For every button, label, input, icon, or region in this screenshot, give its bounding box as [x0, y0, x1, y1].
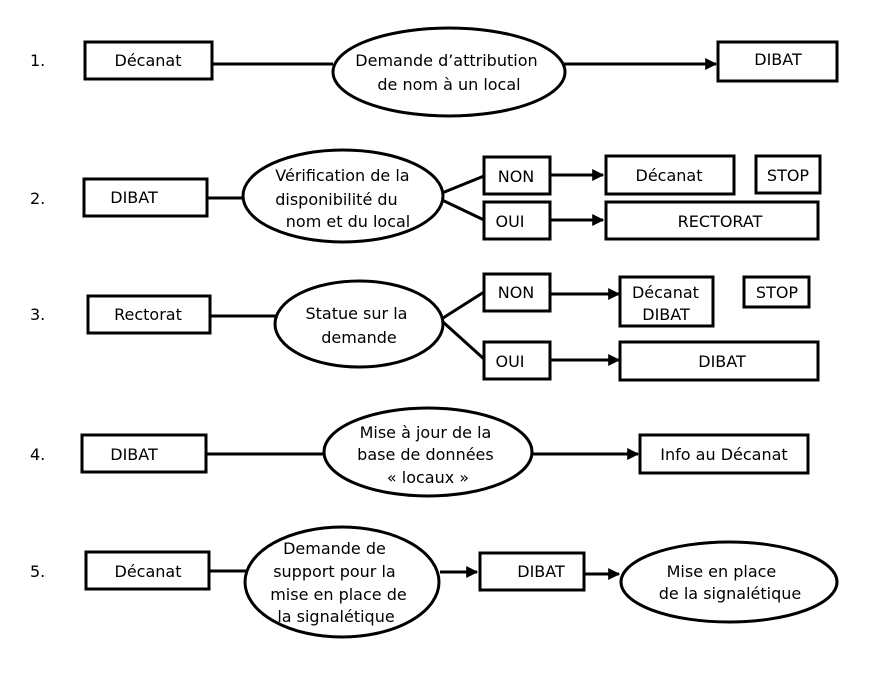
step-number: 4. [30, 445, 45, 464]
end-process-text: Mise en place de la signalétique [659, 562, 801, 603]
branch-no [442, 290, 485, 320]
branch-yes [441, 198, 485, 222]
target-box [638, 433, 810, 475]
actor-box [82, 177, 209, 218]
process-ellipse [322, 406, 534, 498]
process-ellipse [331, 26, 567, 118]
step-2: 2. DIBAT Vérification de la disponibilit… [30, 148, 822, 244]
actor-box [84, 550, 211, 591]
no-target-box [618, 275, 715, 328]
process-ellipse [241, 148, 445, 244]
no-label: NON [498, 167, 535, 186]
yes-target-box [604, 200, 820, 241]
target-box [716, 40, 839, 83]
yes-label: OUI [495, 212, 524, 231]
stop-label: STOP [767, 166, 810, 185]
middle-box [478, 551, 586, 592]
no-label: NON [498, 283, 535, 302]
actor-box [83, 40, 214, 81]
middle-label: DIBAT [517, 562, 565, 581]
process-text: Demande d’attribution de nom à un local [355, 51, 542, 94]
yes-target-label: DIBAT [698, 352, 746, 371]
actor-label: Rectorat [114, 305, 182, 324]
yes-box [482, 200, 552, 241]
process-ellipse [243, 525, 441, 639]
no-box [482, 272, 552, 313]
yes-target-label: RECTORAT [678, 212, 763, 231]
process-text: Demande de support pour la mise en place… [270, 539, 412, 626]
step-1: 1. Décanat Demande d’attribution de nom … [30, 26, 839, 118]
yes-target-box [618, 340, 820, 382]
stop-label: STOP [756, 283, 799, 302]
process-text: Vérification de la disponibilité du nom … [275, 166, 414, 231]
actor-box [80, 433, 208, 474]
process-ellipse [273, 279, 445, 369]
step-number: 5. [30, 562, 45, 581]
process-text: Mise à jour de la base de données « loca… [357, 423, 499, 487]
yes-label: OUI [495, 352, 524, 371]
actor-label: Décanat [115, 562, 182, 581]
step-3: 3. Rectorat Statue sur la demande NON OU… [30, 272, 820, 382]
no-box [482, 155, 552, 196]
actor-label: Décanat [115, 51, 182, 70]
step-number: 2. [30, 189, 45, 208]
process-text: Statue sur la demande [305, 304, 412, 347]
step-number: 3. [30, 305, 45, 324]
branch-yes [441, 320, 486, 361]
no-target-label: Décanat [636, 166, 703, 185]
actor-label: DIBAT [110, 445, 158, 464]
target-label: DIBAT [754, 50, 802, 69]
step-4: 4. DIBAT Mise à jour de la base de donné… [30, 406, 810, 498]
branch-no [441, 174, 485, 195]
step-number: 1. [30, 51, 45, 70]
yes-box [482, 340, 552, 381]
no-target-label: Décanat DIBAT [632, 283, 704, 324]
stop-box [754, 154, 822, 195]
target-label: Info au Décanat [660, 445, 787, 464]
step-5: 5. Décanat Demande de support pour la mi… [30, 525, 839, 639]
actor-box [86, 294, 212, 335]
no-target-box [604, 154, 736, 196]
stop-box [742, 275, 811, 309]
end-process-ellipse [619, 540, 839, 624]
actor-label: DIBAT [110, 188, 158, 207]
